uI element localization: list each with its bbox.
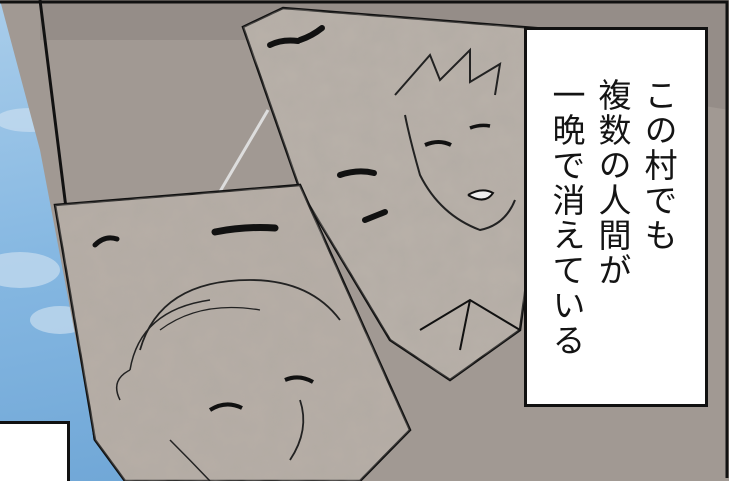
caption-line-2: 複数の人間が <box>593 78 632 288</box>
old-woman-photo <box>53 183 412 481</box>
caption-line-1: この村でも <box>639 78 678 253</box>
caption-line-3: 一晩で消えている <box>547 78 586 358</box>
narration-caption-box: この村でも 複数の人間が 一晩で消えている <box>524 27 708 407</box>
young-man-photo <box>241 6 562 382</box>
narration-caption-text: この村でも 複数の人間が 一晩で消えている <box>543 78 681 358</box>
partial-caption-box <box>0 421 70 481</box>
